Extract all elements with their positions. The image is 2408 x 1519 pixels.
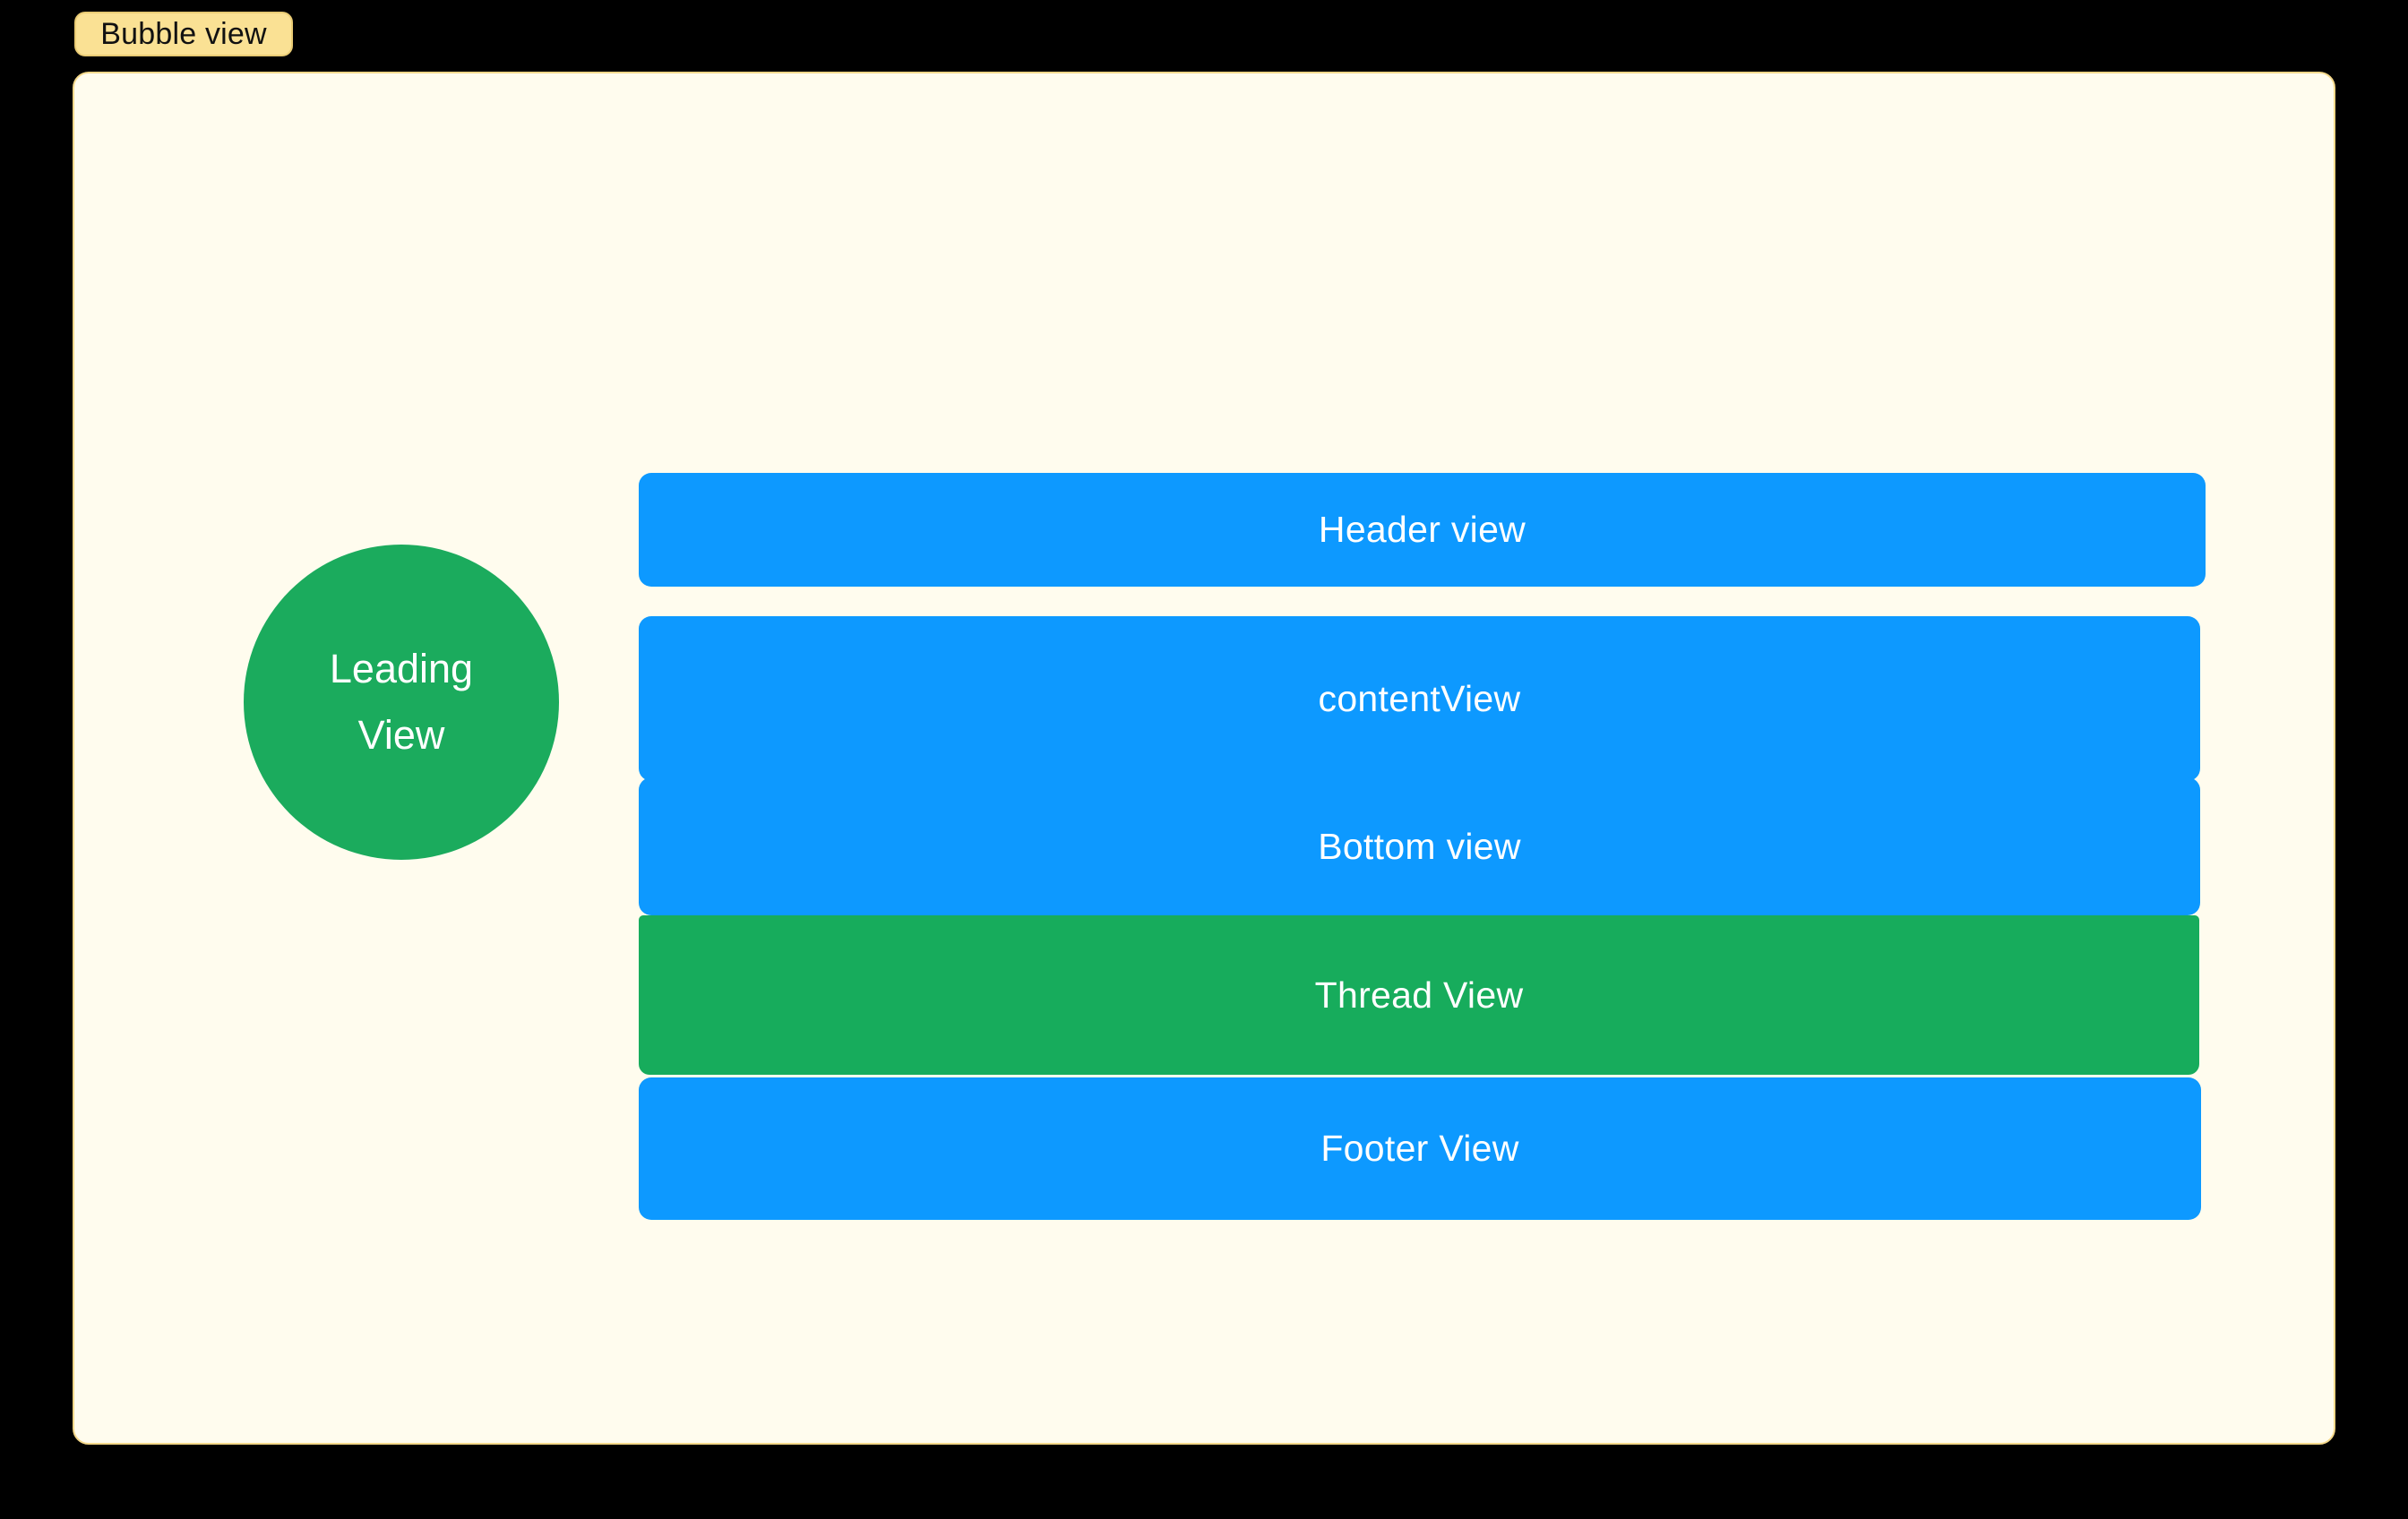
leading-view-label-line2: View [357, 712, 445, 758]
header-view-bar[interactable]: Header view [639, 473, 2206, 587]
thread-view-bar[interactable]: Thread View [639, 915, 2199, 1075]
content-view-label: contentView [1318, 677, 1521, 719]
bottom-view-bar[interactable]: Bottom view [639, 777, 2200, 915]
header-view-label: Header view [1318, 509, 1526, 550]
footer-view-bar[interactable]: Footer View [639, 1077, 2201, 1220]
section-label-text: Bubble view [100, 16, 267, 51]
bottom-view-label: Bottom view [1318, 825, 1521, 867]
content-view-bar[interactable]: contentView [639, 616, 2200, 781]
thread-view-label: Thread View [1314, 974, 1524, 1016]
leading-view-circle[interactable]: Leading View [244, 545, 559, 860]
leading-view-label-line1: Leading [329, 646, 474, 691]
footer-view-label: Footer View [1320, 1128, 1519, 1169]
section-label-tag[interactable]: Bubble view [74, 12, 293, 56]
